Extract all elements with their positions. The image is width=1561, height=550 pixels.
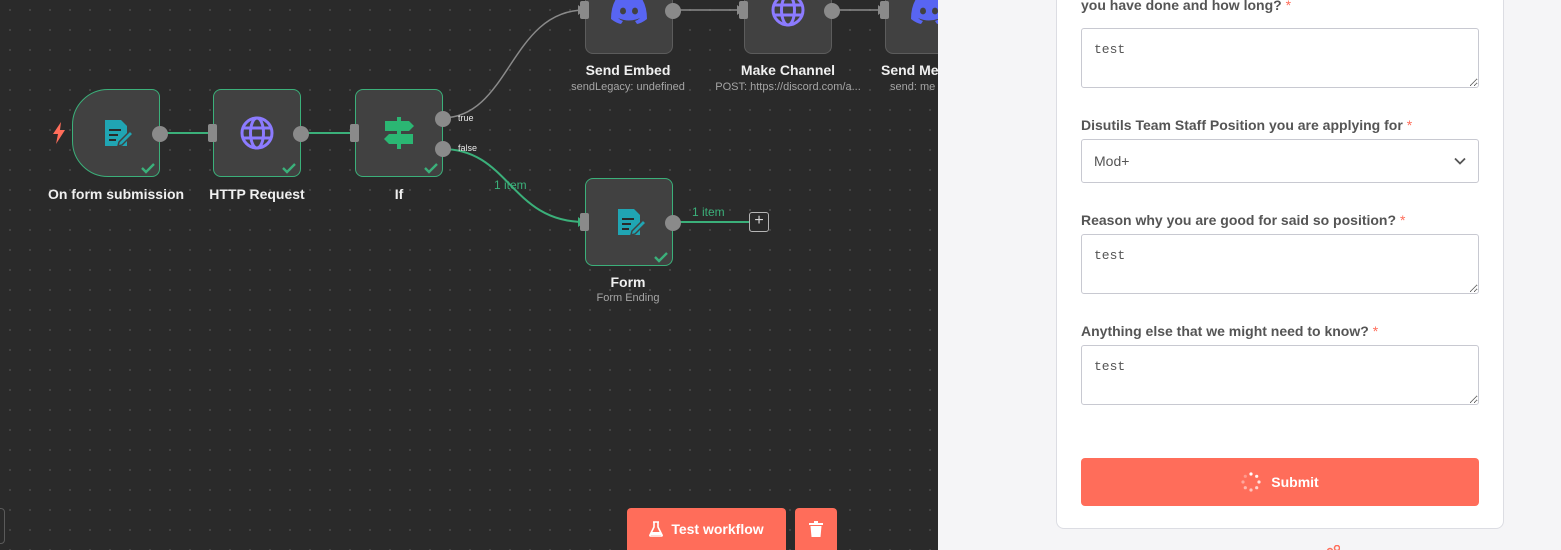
node-send-embed[interactable] <box>580 0 681 54</box>
output-port-true[interactable] <box>435 111 451 127</box>
input-port[interactable] <box>580 1 589 19</box>
workflow-canvas[interactable]: On form submission HTTP Request <box>0 0 938 550</box>
node-label: HTTP Request <box>209 186 305 202</box>
question-label-position: Disutils Team Staff Position you are app… <box>1081 117 1413 133</box>
branch-label-false: false <box>458 143 478 153</box>
beaker-icon <box>649 521 664 537</box>
test-workflow-label: Test workflow <box>671 521 764 537</box>
node-label: If <box>394 186 404 202</box>
node-if[interactable] <box>350 89 451 177</box>
output-port[interactable] <box>665 215 681 231</box>
output-port-false[interactable] <box>435 141 451 157</box>
delete-execution-button[interactable] <box>795 508 837 550</box>
test-workflow-button[interactable]: Test workflow <box>627 508 786 550</box>
node-subtitle: sendLegacy: undefined <box>571 81 685 93</box>
success-check-icon <box>282 163 296 174</box>
form-card: Do you have any experience with staff? I… <box>1056 0 1504 529</box>
discord-icon <box>609 0 649 30</box>
node-subtitle: POST: https://discord.com/a... <box>715 81 861 93</box>
node-subtitle: Form Ending <box>596 292 660 304</box>
position-select-value: Mod+ <box>1094 153 1130 169</box>
edge-item-count: 1 item <box>494 178 527 192</box>
submit-button[interactable]: Submit <box>1081 458 1479 506</box>
connection-if-false-form <box>441 148 586 223</box>
signpost-icon <box>379 113 419 153</box>
input-port[interactable] <box>880 1 889 19</box>
add-node-button[interactable]: + <box>749 212 769 232</box>
node-label: Form <box>610 274 646 290</box>
edge-item-count: 1 item <box>692 205 725 219</box>
trash-icon <box>809 521 823 537</box>
node-make-channel[interactable] <box>739 0 840 54</box>
input-port[interactable] <box>350 124 359 142</box>
input-port[interactable] <box>739 1 748 19</box>
branch-label-true: true <box>458 113 474 123</box>
node-on-form-submission[interactable] <box>72 89 168 177</box>
position-select[interactable]: Mod+ <box>1081 139 1479 183</box>
node-label: Send Me <box>881 62 938 78</box>
node-label: On form submission <box>47 186 185 202</box>
question-label-anything-else: Anything else that we might need to know… <box>1081 323 1379 339</box>
output-port[interactable] <box>824 3 840 19</box>
question-label-reason: Reason why you are good for said so posi… <box>1081 212 1406 228</box>
n8n-logo-icon <box>1326 545 1340 550</box>
node-label: Make Channel <box>740 62 836 78</box>
form-pencil-icon <box>609 202 649 242</box>
globe-icon <box>237 113 277 153</box>
form-pencil-icon <box>96 113 136 153</box>
input-port[interactable] <box>208 124 217 142</box>
success-check-icon <box>424 163 438 174</box>
canvas-control-stub[interactable] <box>0 508 5 544</box>
reason-textarea[interactable]: test <box>1081 234 1479 294</box>
experience-textarea[interactable]: test <box>1081 28 1479 88</box>
connection-if-true-send-embed <box>441 9 586 119</box>
chevron-down-icon <box>1454 157 1466 165</box>
loading-spinner-icon <box>1241 472 1261 492</box>
node-http-request[interactable] <box>208 89 309 177</box>
node-label: Send Embed <box>585 62 671 78</box>
node-form[interactable] <box>580 178 681 266</box>
output-port[interactable] <box>152 126 168 142</box>
node-subtitle: send: me <box>890 81 936 93</box>
lightning-bolt-icon <box>53 122 65 144</box>
question-label-experience: Do you have any experience with staff? I… <box>1081 0 1292 13</box>
success-check-icon <box>141 163 155 174</box>
output-port[interactable] <box>665 3 681 19</box>
discord-icon <box>909 0 938 30</box>
anything-else-textarea[interactable]: test <box>1081 345 1479 405</box>
output-port[interactable] <box>293 126 309 142</box>
node-send-message[interactable] <box>880 0 938 54</box>
globe-icon <box>768 0 808 30</box>
success-check-icon <box>654 252 668 263</box>
submit-label: Submit <box>1271 474 1319 490</box>
form-preview-panel: Do you have any experience with staff? I… <box>938 0 1561 550</box>
input-port[interactable] <box>580 213 589 231</box>
